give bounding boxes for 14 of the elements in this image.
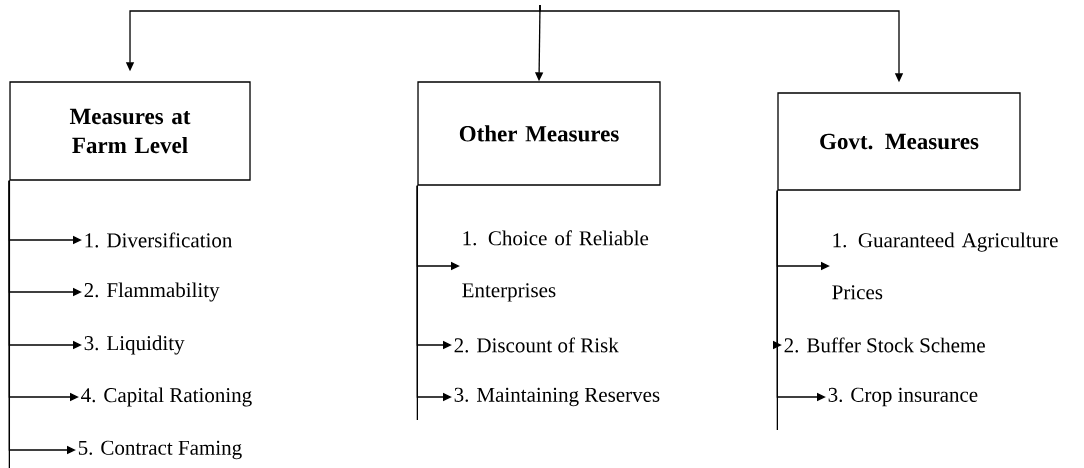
list-item: 5. Contract Faming bbox=[78, 440, 242, 460]
list-item: 3. Liquidity bbox=[84, 335, 185, 355]
list-item: 4. Capital Rationing bbox=[81, 387, 252, 407]
list-item: 1. Guaranteed Agriculture Prices bbox=[832, 232, 1058, 300]
list-item: 2. Flammability bbox=[84, 282, 220, 302]
category-box: Other Measures bbox=[417, 81, 661, 186]
list-item: 3. Crop insurance bbox=[828, 387, 978, 407]
list-item: 2. Buffer Stock Scheme bbox=[784, 337, 985, 353]
list-item: 1. Diversification bbox=[85, 232, 233, 248]
list-item: 3. Maintaining Reserves bbox=[454, 387, 660, 407]
list-item: 1. Choice of Reliable Enterprises bbox=[462, 230, 649, 302]
category-box: Govt. Measures bbox=[777, 92, 1021, 191]
category-box: Measures at Farm Level bbox=[9, 81, 251, 181]
list-item: 2. Discount of Risk bbox=[454, 337, 619, 353]
